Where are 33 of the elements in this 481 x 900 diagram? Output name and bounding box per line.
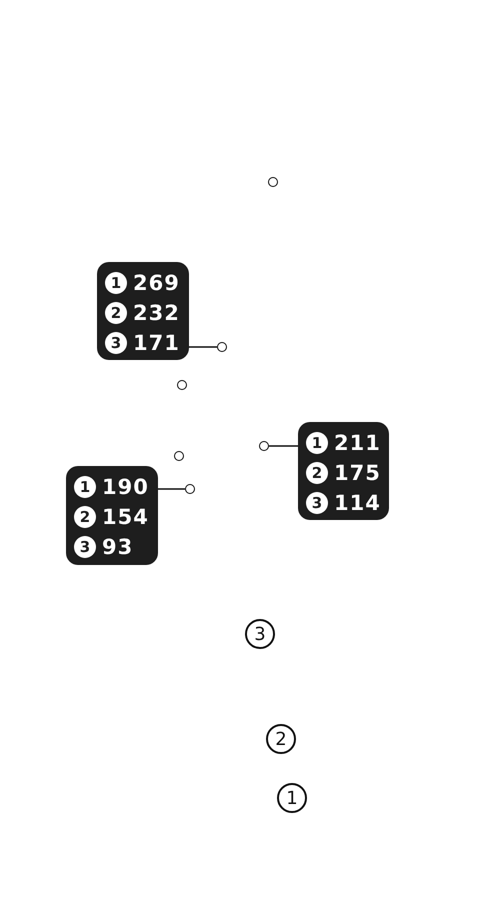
number-badge: 2 bbox=[74, 506, 96, 528]
callout-box bbox=[97, 262, 189, 360]
value-text: 232 bbox=[133, 301, 180, 325]
number-badge: 1 bbox=[306, 432, 328, 454]
value-text: 154 bbox=[102, 505, 149, 529]
number-badge: 1 bbox=[105, 272, 127, 294]
value-text: 171 bbox=[133, 331, 180, 355]
value-text: 114 bbox=[334, 491, 381, 515]
number-badge: 2 bbox=[105, 302, 127, 324]
leader-line bbox=[189, 346, 217, 348]
value-text: 190 bbox=[102, 475, 149, 499]
value-text: 93 bbox=[102, 535, 134, 559]
number-badge: 2 bbox=[306, 462, 328, 484]
number-badge: 1 bbox=[74, 476, 96, 498]
leader-line bbox=[269, 445, 298, 447]
value-text: 175 bbox=[334, 461, 381, 485]
number-badge: 3 bbox=[105, 332, 127, 354]
number-badge: 3 bbox=[74, 536, 96, 558]
callout-number: 1 bbox=[277, 783, 307, 813]
callout-box bbox=[298, 422, 389, 520]
location-marker bbox=[268, 177, 278, 187]
leader-line bbox=[158, 488, 185, 490]
location-marker bbox=[185, 484, 195, 494]
location-marker bbox=[217, 342, 227, 352]
location-marker bbox=[177, 380, 187, 390]
value-text: 269 bbox=[133, 271, 180, 295]
callout-box bbox=[66, 466, 158, 565]
number-badge: 3 bbox=[306, 492, 328, 514]
location-marker bbox=[259, 441, 269, 451]
callout-number: 3 bbox=[245, 619, 275, 649]
callout-number: 2 bbox=[266, 724, 296, 754]
location-marker bbox=[174, 451, 184, 461]
value-text: 211 bbox=[334, 431, 381, 455]
